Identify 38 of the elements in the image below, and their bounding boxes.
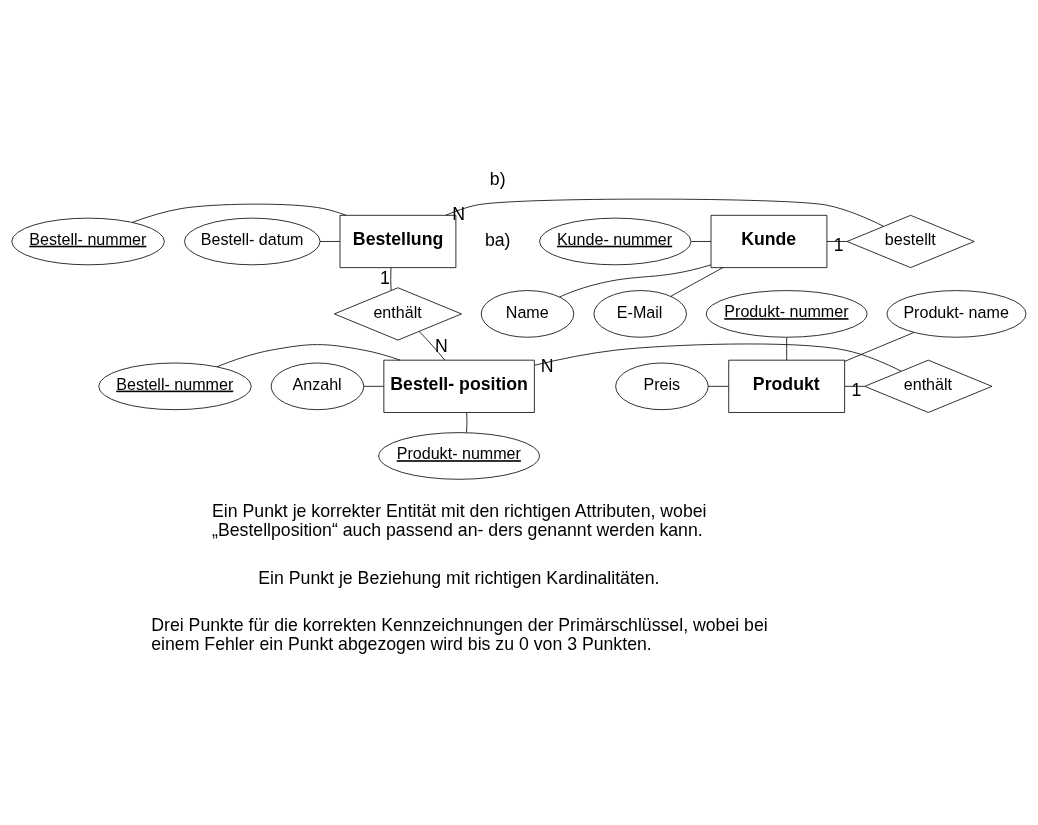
node-box: Kunde (710, 214, 828, 269)
connector (844, 332, 915, 362)
connector (690, 241, 712, 242)
node-ellipse: Produkt- nummer (378, 432, 540, 480)
node-box: Produkt (728, 359, 846, 413)
node-ellipse: Produkt- nummer (705, 290, 868, 338)
connector (534, 343, 902, 372)
node-ellipse: Anzahl (270, 362, 365, 411)
edge-label: N (540, 356, 554, 377)
node-ellipse: Bestell- nummer (11, 217, 165, 266)
connector (466, 412, 468, 433)
connector (216, 344, 401, 368)
connector (786, 337, 788, 361)
edge-label: 1 (380, 267, 390, 288)
connector (131, 203, 347, 223)
connector (363, 385, 385, 387)
label: b) (489, 169, 506, 190)
node-diamond: bestellt (846, 214, 975, 269)
node-ellipse: Bestell- datum (184, 217, 321, 266)
label: Drei Punkte für die korrekten Kennzeichnungen der Primärschlüssel, wobei bei einem Fehler ein Punkt abgezogen wird bis zu 0 von 3 Punkten. (151, 615, 768, 655)
node-ellipse: Preis (615, 362, 709, 411)
connector (319, 241, 341, 242)
label: Ein Punkt je Beziehung mit richtigen Kardinalitäten. (258, 567, 660, 588)
node-ellipse: Kunde- nummer (539, 217, 692, 266)
connector (390, 267, 392, 291)
node-box: Bestell- position (383, 359, 535, 413)
label: Ein Punkt je korrekter Entität mit den richtigen Attributen, wobei „Bestellposition“ auch passend an- ders genannt werden kann. (212, 500, 707, 541)
connector (418, 331, 446, 361)
connector (445, 198, 884, 227)
node-ellipse: Name (480, 290, 575, 338)
node-ellipse: Bestell- nummer (98, 362, 252, 411)
node-ellipse: Produkt- name (886, 290, 1027, 338)
node-diamond: enthält (864, 359, 993, 413)
connector (670, 267, 724, 297)
connector (559, 264, 712, 298)
node-ellipse: E-Mail (593, 290, 687, 338)
connector (707, 385, 729, 387)
label: ba) (484, 229, 511, 250)
